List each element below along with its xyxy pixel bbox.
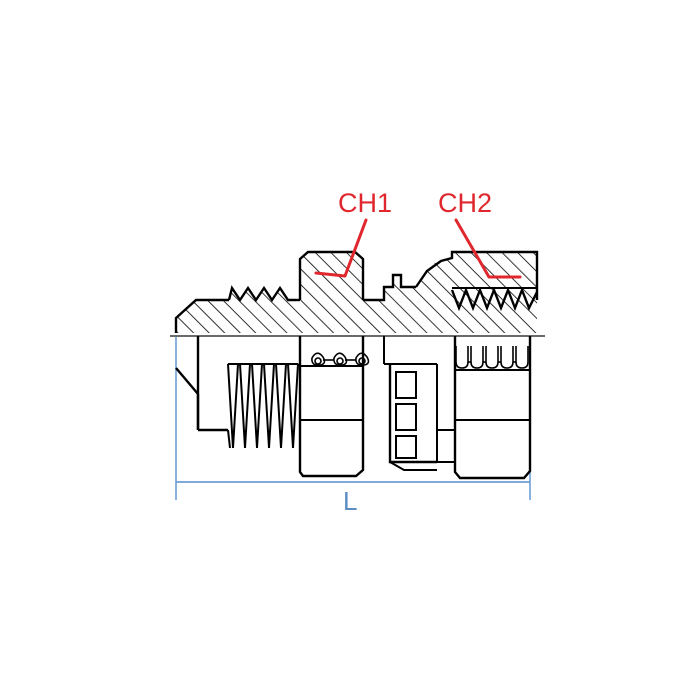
callout-label-ch2: CH2 <box>438 188 492 218</box>
flare-cone-lower <box>175 367 199 395</box>
collar-step-upper <box>363 273 416 302</box>
male-thread-v1 <box>227 363 239 449</box>
collar-thread-marks <box>395 371 417 459</box>
female-thread-profile-upper <box>450 286 539 312</box>
male-thread-v6 <box>287 363 299 449</box>
male-thread-crests <box>227 285 296 303</box>
dimension-label-L: L <box>343 486 357 516</box>
hex-ch1-upper-outline <box>298 250 365 300</box>
collar-chamfer-lower <box>389 461 437 471</box>
male-thread-v5 <box>275 363 287 449</box>
thread-symbol-group-left <box>311 352 370 366</box>
collar-outline-lower <box>388 364 437 464</box>
callout-label-ch1: CH1 <box>338 188 392 218</box>
leader-ch2 <box>454 218 522 279</box>
male-thread-v2 <box>239 363 251 449</box>
male-thread-v3 <box>251 363 263 449</box>
leader-ch1 <box>314 218 368 278</box>
callout-leaders <box>314 218 522 279</box>
fitting-geometry <box>170 250 545 480</box>
hex-ch2-upper-outline <box>415 250 539 300</box>
section-hatch-region <box>176 252 537 333</box>
hex-ch2-lower-outline <box>453 336 532 480</box>
hex-ch1-lower-outline <box>298 336 365 478</box>
thread-symbol-group-right <box>455 346 529 369</box>
flare-nose-upper <box>174 298 229 333</box>
flare-nose-lower <box>176 336 198 436</box>
male-thread-v4 <box>263 363 275 449</box>
male-thread-end-left <box>227 429 231 449</box>
